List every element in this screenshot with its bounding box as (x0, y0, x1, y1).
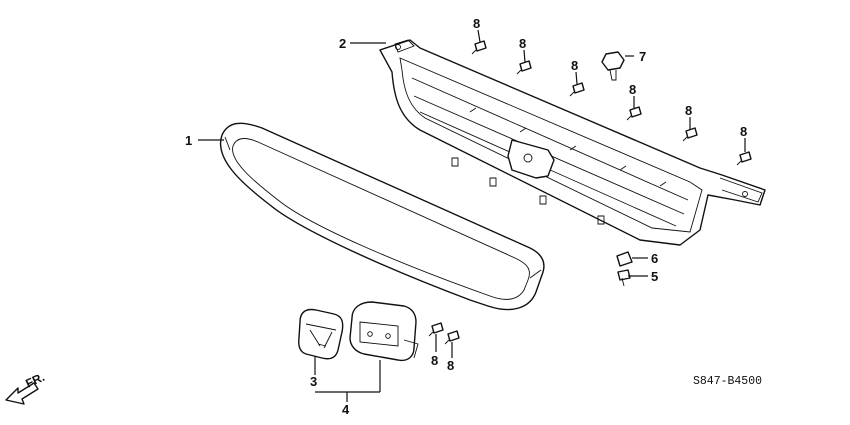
callout-8: 8 (519, 36, 526, 51)
callout-1: 1 (185, 133, 192, 148)
emblem (298, 308, 344, 360)
callout-3: 3 (310, 374, 317, 389)
callout-7: 7 (639, 49, 646, 64)
callout-8: 8 (447, 358, 454, 373)
callout-8: 8 (431, 353, 438, 368)
emblem-base (349, 301, 419, 362)
callout-8: 8 (685, 103, 692, 118)
clip (601, 51, 625, 81)
leader-lines (198, 29, 746, 402)
callout-6: 6 (651, 251, 658, 266)
callouts: 1 2 8 8 8 8 8 8 7 6 5 3 4 8 8 (185, 16, 747, 417)
grille-base (379, 39, 766, 246)
tapping-screw (569, 82, 585, 97)
diagram-code: S847-B4500 (693, 375, 762, 388)
tapping-screw (736, 151, 752, 166)
screw (617, 269, 631, 287)
clip-nut (616, 251, 633, 267)
front-direction-arrow: FR. (5, 370, 47, 405)
front-direction-label: FR. (23, 370, 46, 391)
tapping-screw (682, 127, 698, 142)
callout-4: 4 (342, 402, 350, 417)
tapping-screw (428, 322, 444, 337)
tapping-screw (516, 60, 532, 75)
grille-molding (219, 122, 545, 311)
tapping-screw (626, 106, 642, 121)
callout-2: 2 (339, 36, 346, 51)
callout-8: 8 (629, 82, 636, 97)
tapping-screw (444, 330, 460, 345)
callout-8: 8 (473, 16, 480, 31)
tapping-screw (471, 40, 487, 55)
callout-8: 8 (740, 124, 747, 139)
tapping-screw-group (428, 40, 752, 345)
callout-5: 5 (651, 269, 658, 284)
callout-8: 8 (571, 58, 578, 73)
